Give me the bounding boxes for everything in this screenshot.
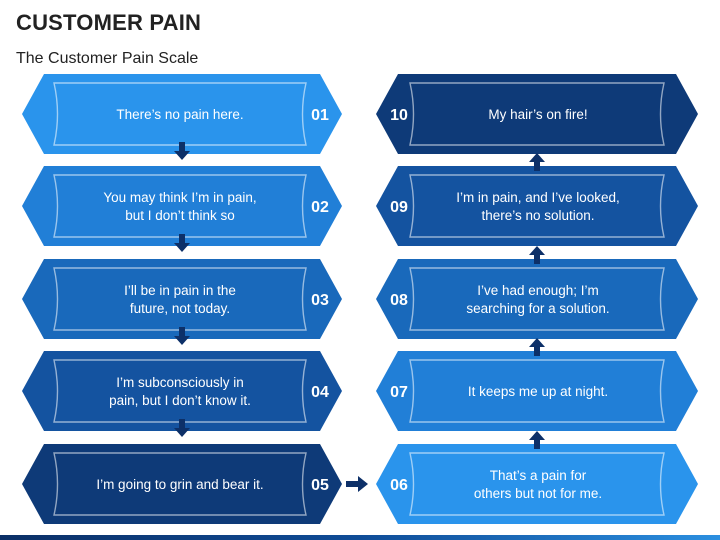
step-text-line: I’ll be in pain in the <box>124 283 236 298</box>
step-inner-frame <box>53 452 307 516</box>
step-number: 10 <box>390 107 408 124</box>
step-08: 08 I’ve had enough; I’m searching for a so… <box>376 259 698 339</box>
page-title: CUSTOMER PAIN <box>16 10 202 35</box>
step-inner-frame <box>53 267 307 331</box>
step-hexagon <box>22 259 342 339</box>
step-inner-frame <box>409 359 665 423</box>
step-text-line: You may think I’m in pain, <box>103 190 256 205</box>
down-arrow-icon <box>174 327 190 345</box>
step-text-line: there’s no solution. <box>481 208 594 223</box>
step-inner-frame <box>409 82 665 146</box>
step-text-line: I’m going to grin and bear it. <box>96 477 263 492</box>
step-inner-frame <box>53 174 307 238</box>
down-arrow-icon <box>174 419 190 437</box>
up-arrow-icon <box>529 338 545 356</box>
step-text-line: pain, but I don’t know it. <box>109 393 251 408</box>
step-text-line: That’s a pain for <box>490 468 587 483</box>
step-hexagon <box>22 351 342 431</box>
step-text-line: I’ve had enough; I’m <box>477 283 599 298</box>
step-number: 04 <box>311 384 329 401</box>
step-text-line: future, not today. <box>130 301 230 316</box>
step-hexagon <box>376 444 698 524</box>
step-hexagon <box>22 166 342 246</box>
right-arrow-icon <box>346 476 368 492</box>
step-09: 09 I’m in pain, and I’ve looked, there’s n… <box>376 166 698 246</box>
page-subtitle: The Customer Pain Scale <box>16 50 199 67</box>
step-text-line: others but not for me. <box>474 486 602 501</box>
step-text-line: searching for a solution. <box>466 301 609 316</box>
step-inner-frame <box>409 174 665 238</box>
step-07: 07 It keeps me up at night. <box>376 351 698 431</box>
step-number: 01 <box>311 107 329 124</box>
step-number: 05 <box>311 477 329 494</box>
step-hexagon <box>22 74 342 154</box>
step-number: 08 <box>390 292 408 309</box>
step-hexagon <box>376 166 698 246</box>
step-02: 02 You may think I’m in pain, but I don’t … <box>22 166 342 246</box>
step-text-line: There’s no pain here. <box>116 107 243 122</box>
step-05: 05 I’m going to grin and bear it. <box>22 444 342 524</box>
bottom-accent-bar <box>0 535 720 540</box>
down-arrow-icon <box>174 142 190 160</box>
step-text-line: It keeps me up at night. <box>468 384 608 399</box>
up-arrow-icon <box>529 153 545 171</box>
up-arrow-icon <box>529 246 545 264</box>
step-number: 02 <box>311 199 329 216</box>
step-01: 01 There’s no pain here. <box>22 74 342 154</box>
step-inner-frame <box>409 267 665 331</box>
step-hexagon <box>376 74 698 154</box>
step-inner-frame <box>53 359 307 423</box>
step-hexagon <box>22 444 342 524</box>
step-10: 10 My hair’s on fire! <box>376 74 698 154</box>
step-text-line: My hair’s on fire! <box>488 107 587 122</box>
step-inner-frame <box>53 82 307 146</box>
step-06: 06 That’s a pain for others but not for me… <box>376 444 698 524</box>
step-text-line: I’m in pain, and I’ve looked, <box>456 190 620 205</box>
step-text-line: but I don’t think so <box>125 208 235 223</box>
down-arrow-icon <box>174 234 190 252</box>
step-number: 03 <box>311 292 329 309</box>
step-04: 04 I’m subconsciously in pain, but I don’t… <box>22 351 342 431</box>
step-number: 07 <box>390 384 408 401</box>
step-number: 09 <box>390 199 408 216</box>
step-hexagon <box>376 351 698 431</box>
step-03: 03 I’ll be in pain in the future, not toda… <box>22 259 342 339</box>
step-number: 06 <box>390 477 408 494</box>
step-text-line: I’m subconsciously in <box>116 375 244 390</box>
step-inner-frame <box>409 452 665 516</box>
step-hexagon <box>376 259 698 339</box>
up-arrow-icon <box>529 431 545 449</box>
